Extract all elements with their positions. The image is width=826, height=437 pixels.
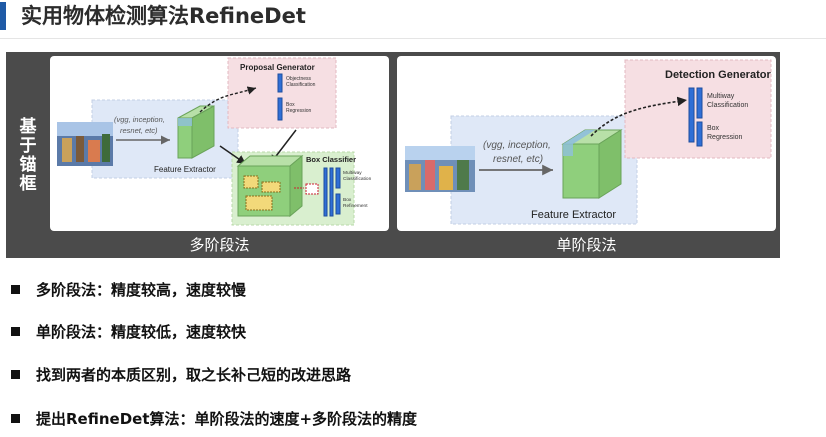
multi-stage-caption: 多阶段法 [189, 236, 250, 254]
list-item: 多阶段法：精度较高，速度较慢 [8, 276, 246, 302]
bullet-square-icon [11, 413, 20, 423]
svg-text:Multiway: Multiway [343, 170, 362, 176]
input-image-left [57, 122, 113, 166]
svg-text:Classification: Classification [286, 82, 316, 88]
svg-text:Classification: Classification [707, 102, 748, 109]
bullet-text: 多阶段法：精度较高，速度较慢 [36, 280, 247, 299]
title-accent-bar [0, 2, 6, 30]
svg-text:Box: Box [707, 125, 720, 132]
backbone-text-right-1: (vgg, inception, [483, 140, 551, 151]
input-image-right [405, 146, 475, 192]
bullet-text: 找到两者的本质区别，取之长补己短的改进思路 [36, 365, 352, 384]
feature-cube-left [177, 105, 215, 159]
feature-extractor-label-right: Feature Extractor [531, 209, 616, 221]
single-stage-svg: (vgg, inception, resnet, etc) Feature Ex… [405, 59, 772, 225]
objectness-bar [277, 73, 283, 93]
svg-text:Regression: Regression [286, 108, 312, 114]
bullet-square-icon [11, 284, 20, 294]
anchor-based-label: 基于锚框 [6, 52, 46, 258]
backbone-text-right-2: resnet, etc) [493, 154, 543, 165]
detection-generator-label: Detection Generator [665, 69, 771, 81]
arrow-extractor-to-roi [219, 145, 247, 165]
roi-cube [236, 154, 304, 218]
title-divider [0, 38, 826, 39]
bullet-text: 提出RefineDet算法：单阶段法的速度+多阶段法的精度 [36, 409, 418, 428]
page-title: 实用物体检测算法RefineDet [21, 4, 306, 28]
backbone-text-1: (vgg, inception, [114, 115, 165, 124]
bullet-text: 单阶段法：精度较低，速度较快 [36, 322, 247, 341]
svg-text:Multiway: Multiway [707, 93, 735, 100]
svg-text:Box: Box [286, 102, 295, 108]
svg-text:Box: Box [343, 197, 352, 203]
backbone-text-2: resnet, etc) [120, 126, 158, 135]
svg-text:Objectness: Objectness [286, 76, 312, 82]
svg-text:Refinement: Refinement [343, 203, 368, 209]
feature-cube-right [561, 129, 623, 199]
list-item: 找到两者的本质区别，取之长补己短的改进思路 [8, 361, 351, 387]
svg-text:Classification: Classification [343, 176, 372, 182]
proposal-generator-label: Proposal Generator [240, 63, 315, 72]
proposal-box-bar [277, 97, 283, 121]
anchor-based-text: 基于锚框 [15, 117, 36, 193]
bullet-square-icon [11, 369, 20, 379]
multi-stage-diagram: (vgg, inception, resnet, etc) Feature Ex… [50, 56, 389, 231]
list-item: 提出RefineDet算法：单阶段法的速度+多阶段法的精度 [8, 405, 417, 431]
list-item: 单阶段法：精度较低，速度较快 [8, 318, 246, 344]
feature-extractor-label-left: Feature Extractor [154, 165, 216, 174]
single-stage-diagram: (vgg, inception, resnet, etc) Feature Ex… [397, 56, 776, 231]
multi-stage-svg: (vgg, inception, resnet, etc) Feature Ex… [57, 57, 372, 226]
single-stage-caption: 单阶段法 [556, 236, 617, 254]
dashed-arrow-to-proposal [199, 86, 257, 113]
box-classifier-label: Box Classifier [306, 155, 356, 164]
bullet-square-icon [11, 326, 20, 336]
roi-crop [305, 183, 319, 195]
svg-text:Regression: Regression [707, 134, 743, 141]
dashed-arrow-to-detection [590, 96, 688, 137]
